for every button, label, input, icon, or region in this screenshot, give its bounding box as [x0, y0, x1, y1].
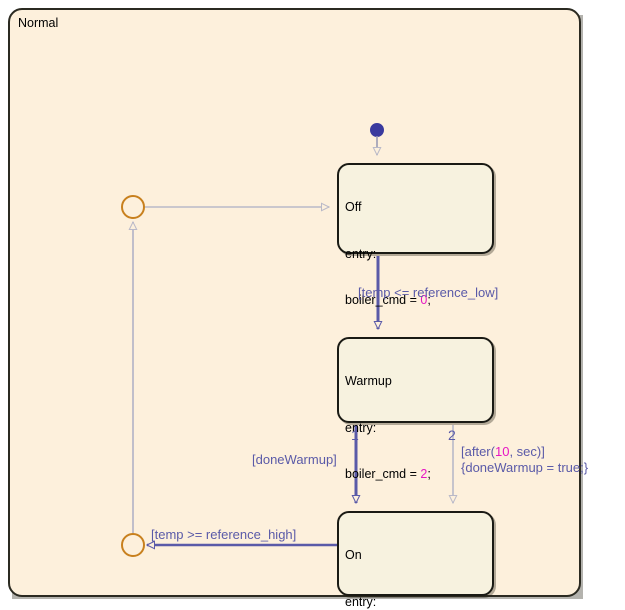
state-off-action-suffix: ; — [427, 293, 431, 307]
normal-container-shape[interactable] — [8, 8, 583, 599]
after-label-value: 10 — [494, 444, 510, 459]
transition-label-warmup-to-on-1[interactable]: [doneWarmup] — [252, 452, 337, 467]
state-off[interactable]: Off entry: boiler_cmd = 0; doneWarmup = … — [337, 163, 494, 354]
state-warmup-action-prefix: boiler_cmd = — [345, 467, 421, 481]
state-on[interactable]: On entry: boiler_cmd = 1; — [337, 511, 494, 609]
state-warmup-action-suffix: ; — [427, 467, 431, 481]
history-junction-bottom[interactable] — [121, 533, 145, 557]
transition-label-off-to-warmup[interactable]: [temp <= reference_low] — [358, 285, 499, 300]
state-warmup[interactable]: Warmup entry: boiler_cmd = 2; — [337, 337, 494, 481]
after-label-suffix: , sec)] — [509, 444, 545, 459]
state-off-entry-label: entry: — [345, 246, 377, 261]
state-off-action-value: 0 — [420, 293, 428, 307]
transition-label-warmup-to-on-2[interactable]: [after(10, sec)]{doneWarmup = true;} — [461, 444, 588, 476]
state-off-action-prefix: boiler_cmd = — [345, 293, 421, 307]
history-junction-top[interactable] — [121, 195, 145, 219]
after-label-prefix: [after( — [461, 444, 495, 459]
state-warmup-action-value: 2 — [420, 467, 428, 481]
transition-label-on-to-junction[interactable]: [temp >= reference_high] — [151, 527, 297, 542]
default-transition[interactable] — [370, 123, 384, 156]
transition-order-2: 2 — [448, 427, 456, 443]
state-on-entry-label: entry: — [345, 594, 377, 609]
after-label-action: {doneWarmup = true;} — [461, 460, 589, 475]
state-off-name: Off — [345, 200, 362, 214]
transition-order-1: 1 — [351, 427, 359, 443]
state-on-name: On — [345, 548, 362, 562]
state-warmup-name: Warmup — [345, 374, 392, 388]
normal-container-label: Normal — [18, 16, 59, 30]
state-warmup-action-boiler-cmd: boiler_cmd = 2; — [345, 467, 492, 483]
state-warmup-entry-label: entry: — [345, 420, 377, 435]
state-off-action-boiler-cmd: boiler_cmd = 0; — [345, 293, 492, 309]
